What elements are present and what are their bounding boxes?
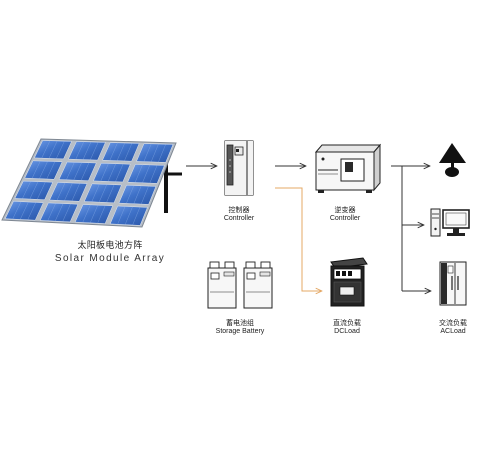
solar-cell-gridline bbox=[116, 142, 125, 161]
solar-cell-gridline bbox=[115, 163, 124, 182]
solar-cell-gridline bbox=[150, 143, 159, 162]
solar-cell-gridline bbox=[126, 185, 134, 204]
ac-load-label-cn: 交流负载 bbox=[439, 320, 467, 327]
solar-cell-gridline bbox=[143, 143, 152, 162]
controller-icon bbox=[224, 140, 254, 196]
dc-load-cabinet-icon bbox=[330, 257, 368, 307]
computer-icon bbox=[430, 208, 470, 237]
inverter-label-en: Controller bbox=[329, 215, 361, 222]
solar-cell-gridline bbox=[109, 142, 118, 161]
solar-cell-gridline bbox=[91, 184, 100, 202]
battery-icon bbox=[207, 261, 273, 309]
solar-cell-gridline bbox=[82, 204, 91, 223]
solar-cell-gridline bbox=[56, 141, 65, 159]
solar-cell-gridline bbox=[97, 205, 106, 224]
solar-cell-gridline bbox=[141, 186, 149, 205]
solar-cell-gridline bbox=[124, 206, 133, 225]
solar-cell-gridline bbox=[48, 140, 58, 159]
solar-cell-gridline bbox=[27, 202, 36, 220]
solar-cell-gridline bbox=[12, 201, 22, 220]
solar-cell-gridline bbox=[41, 140, 51, 159]
dc-load-label-cn: 直流负载 bbox=[333, 320, 361, 327]
arrow-controller-to-dc-load bbox=[275, 187, 322, 291]
solar-cell-gridline bbox=[132, 207, 141, 226]
solar-cell-gridline bbox=[64, 182, 73, 201]
solar-array-label-en: Solar Module Array bbox=[54, 253, 166, 264]
solar-cell-gridline bbox=[142, 164, 150, 183]
solar-cell-gridline bbox=[46, 161, 56, 180]
solar-cell-gridline bbox=[133, 185, 142, 204]
solar-cell-gridline bbox=[29, 181, 39, 200]
flow-arrows bbox=[186, 166, 431, 291]
battery-label-en: Storage Battery bbox=[215, 328, 265, 335]
solar-cell-gridline bbox=[55, 203, 64, 222]
battery-label-cn: 蓄电池组 bbox=[226, 320, 254, 327]
solar-cell-gridline bbox=[47, 203, 56, 221]
solar-cell-gridline bbox=[71, 183, 80, 202]
dc-load-label-en: DCLoad bbox=[334, 328, 360, 335]
solar-cell-gridline bbox=[37, 181, 46, 200]
solar-cell-gridline bbox=[56, 182, 66, 201]
ac-load-label-en: ACLoad bbox=[440, 328, 466, 335]
solar-cell-gridline bbox=[107, 163, 116, 182]
solar-cell-gridline bbox=[20, 201, 29, 220]
solar-cell-gridline bbox=[134, 164, 143, 183]
solar-cell-gridline bbox=[98, 184, 107, 203]
solar-cell-gridline bbox=[149, 165, 158, 184]
solar-cell-gridline bbox=[124, 143, 133, 162]
solar-cell-gridline bbox=[80, 162, 90, 181]
solar-cell-gridline bbox=[31, 160, 41, 179]
solar-cell-gridline bbox=[100, 163, 109, 182]
solar-cell-gridline bbox=[90, 142, 99, 160]
solar-cell-gridline bbox=[22, 181, 31, 199]
inverter-icon bbox=[314, 143, 382, 193]
controller-label-en: Controller bbox=[223, 215, 255, 222]
solar-cell-gridline bbox=[73, 162, 82, 181]
lamp-icon bbox=[439, 143, 466, 177]
solar-cell-gridline bbox=[90, 205, 98, 223]
solar-cell-gridline bbox=[62, 203, 71, 222]
solar-cell-gridline bbox=[82, 141, 92, 160]
solar-cell-gridline bbox=[106, 184, 115, 203]
solar-panel-array-icon bbox=[1, 138, 182, 228]
controller-label-cn: 控制器 bbox=[228, 207, 250, 214]
inverter-label-cn: 逆变器 bbox=[334, 207, 356, 214]
refrigerator-icon bbox=[439, 261, 467, 306]
solar-cell-gridline bbox=[75, 141, 84, 160]
solar-cell-gridline bbox=[66, 162, 75, 180]
solar-cell-gridline bbox=[158, 144, 166, 163]
solar-cell-gridline bbox=[39, 161, 48, 179]
solar-cell-gridline bbox=[117, 206, 126, 225]
solar-array-label-cn: 太阳板电池方阵 bbox=[77, 240, 143, 250]
